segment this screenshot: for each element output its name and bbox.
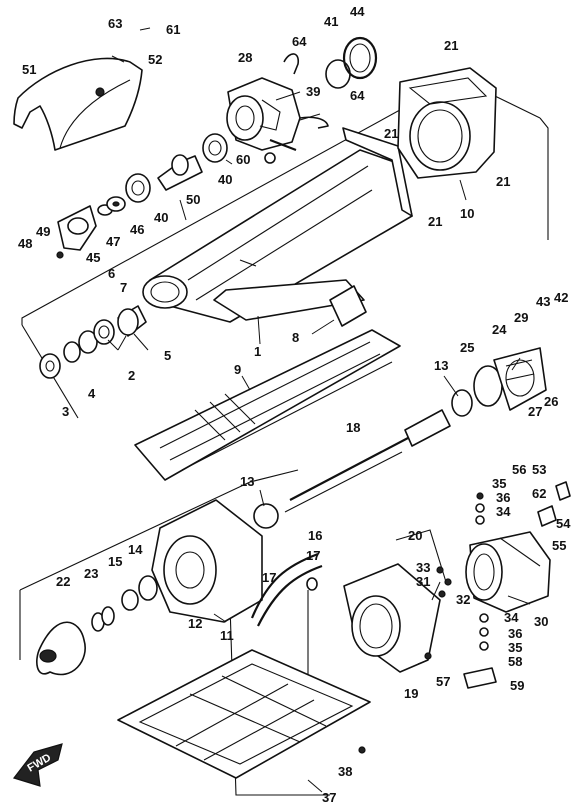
callout-39: 39 — [306, 84, 320, 99]
impeller-cone — [473, 347, 547, 411]
callout-43: 43 — [536, 294, 550, 309]
callout-8: 8 — [292, 330, 299, 345]
callout-36b: 36 — [508, 626, 522, 641]
callout-7: 7 — [120, 280, 127, 295]
impeller — [36, 606, 115, 676]
callout-62: 62 — [532, 486, 546, 501]
hose — [250, 552, 323, 688]
callout-35b: 35 — [508, 640, 522, 655]
callout-55: 55 — [552, 538, 566, 553]
callout-2: 2 — [128, 368, 135, 383]
callout-29: 29 — [514, 310, 528, 325]
callout-15: 15 — [108, 554, 122, 569]
leader-lines — [107, 27, 531, 793]
callout-16: 16 — [308, 528, 322, 543]
callout-21a: 21 — [444, 38, 458, 53]
callout-21d: 21 — [428, 214, 442, 229]
callout-3: 3 — [62, 404, 69, 419]
ride-plate — [117, 649, 371, 779]
callout-20: 20 — [408, 528, 422, 543]
callout-10: 10 — [460, 206, 474, 221]
callout-46: 46 — [130, 222, 144, 237]
callout-27: 27 — [528, 404, 542, 419]
callout-36a: 36 — [496, 490, 510, 505]
callout-19: 19 — [404, 686, 418, 701]
callout-34b: 34 — [504, 610, 519, 625]
upper-housing — [226, 53, 329, 164]
hardware-stack — [436, 481, 571, 689]
callout-24: 24 — [492, 322, 507, 337]
callout-40b: 40 — [218, 172, 232, 187]
callout-4: 4 — [88, 386, 96, 401]
callout-26: 26 — [544, 394, 558, 409]
intake-grate — [134, 329, 401, 481]
callout-12: 12 — [188, 616, 202, 631]
callout-13a: 13 — [434, 358, 448, 373]
fwd-label: FWD — [26, 752, 54, 775]
callout-6: 6 — [108, 266, 115, 281]
callout-40a: 40 — [154, 210, 168, 225]
intake-housing — [397, 67, 497, 179]
plate — [329, 285, 367, 327]
callout-53: 53 — [532, 462, 546, 477]
callout-48: 48 — [18, 236, 32, 251]
callout-63: 63 — [108, 16, 122, 31]
callout-64a: 64 — [292, 34, 307, 49]
impeller-housing — [121, 499, 279, 623]
callout-9: 9 — [234, 362, 241, 377]
callout-45: 45 — [86, 250, 100, 265]
cap-assembly — [56, 196, 126, 259]
callout-32: 32 — [456, 592, 470, 607]
callout-34a: 34 — [496, 504, 511, 519]
steering-nozzle — [465, 531, 551, 613]
callout-25: 25 — [460, 340, 474, 355]
callout-50: 50 — [186, 192, 200, 207]
callout-44: 44 — [350, 4, 365, 19]
callout-59: 59 — [510, 678, 524, 693]
fwd-arrow: FWD — [12, 743, 63, 787]
callout-17b: 17 — [262, 570, 276, 585]
bearing-set-upper — [125, 133, 228, 203]
callout-1: 1 — [254, 344, 261, 359]
callout-52: 52 — [148, 52, 162, 67]
callout-42: 42 — [554, 290, 568, 305]
pump-duct — [142, 127, 413, 323]
callout-64b: 64 — [350, 88, 365, 103]
callout-38: 38 — [338, 764, 352, 779]
nozzle — [343, 529, 447, 673]
intake-cover — [13, 57, 143, 151]
callout-60: 60 — [236, 152, 250, 167]
callout-13b: 13 — [240, 474, 254, 489]
callout-18: 18 — [346, 420, 360, 435]
callout-51: 51 — [22, 62, 36, 77]
callout-49: 49 — [36, 224, 50, 239]
gasket-ring — [325, 36, 378, 89]
callout-57: 57 — [436, 674, 450, 689]
callout-47: 47 — [106, 234, 120, 249]
callout-14: 14 — [128, 542, 143, 557]
callout-30: 30 — [534, 614, 548, 629]
callout-37: 37 — [322, 790, 336, 805]
callout-31: 31 — [416, 574, 430, 589]
callout-11: 11 — [220, 628, 234, 643]
drive-shaft — [284, 389, 473, 513]
callout-22: 22 — [56, 574, 70, 589]
callout-56: 56 — [512, 462, 526, 477]
callout-5: 5 — [164, 348, 171, 363]
seal-set — [39, 305, 147, 379]
callout-21c: 21 — [496, 174, 510, 189]
callout-28: 28 — [238, 50, 252, 65]
callout-35a: 35 — [492, 476, 506, 491]
callouts: 1 2 3 4 5 6 7 8 9 10 11 12 13 13 14 15 1… — [18, 4, 571, 805]
callout-17a: 17 — [306, 548, 320, 563]
callout-61: 61 — [166, 22, 180, 37]
callout-58: 58 — [508, 654, 522, 669]
callout-54: 54 — [556, 516, 571, 531]
callout-23: 23 — [84, 566, 98, 581]
callout-41: 41 — [324, 14, 338, 29]
callout-33: 33 — [416, 560, 430, 575]
callout-21b: 21 — [384, 126, 398, 141]
